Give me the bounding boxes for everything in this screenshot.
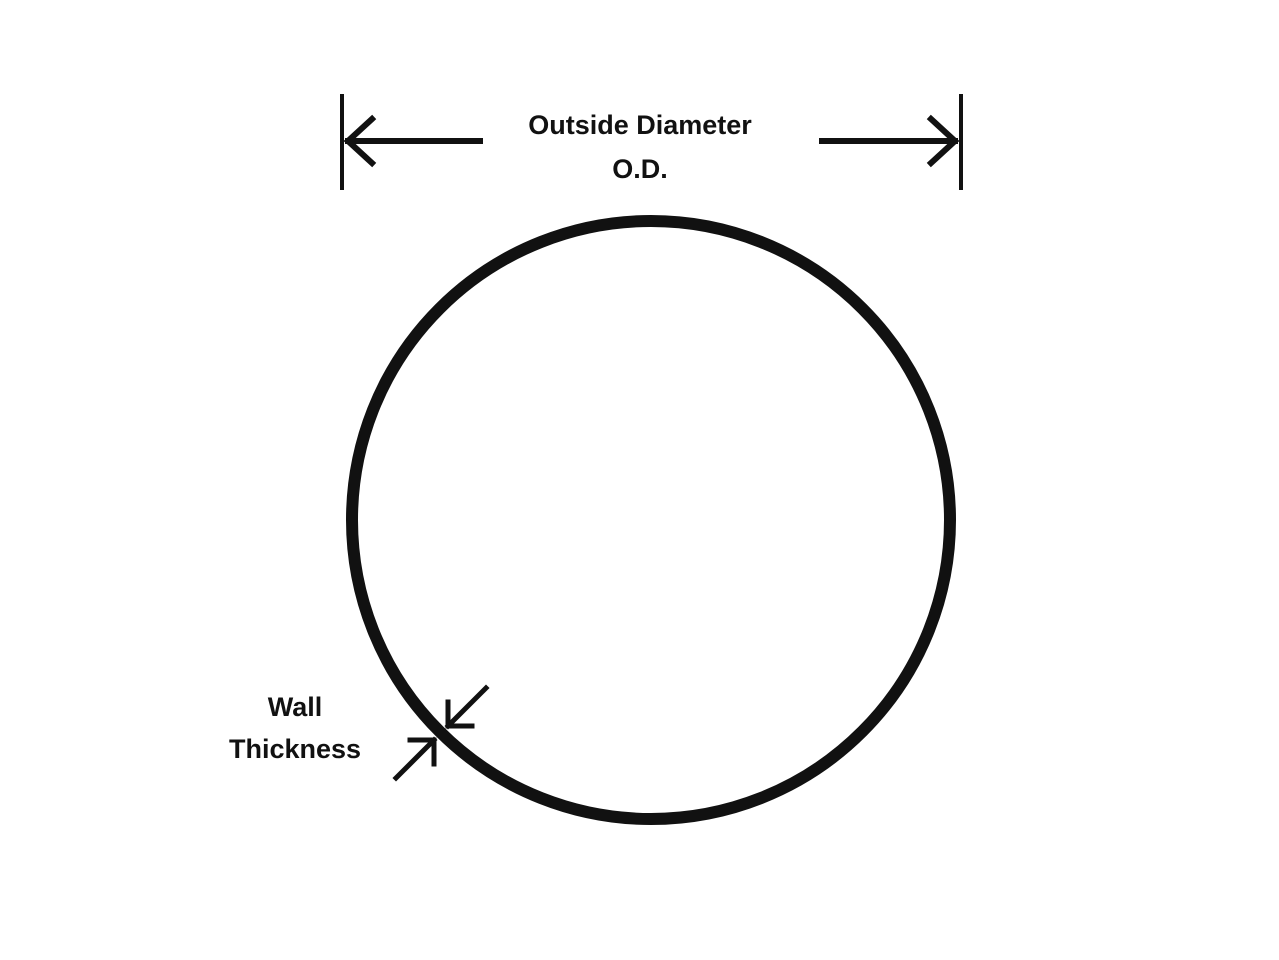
wall-outer-arrowhead — [407, 737, 437, 767]
wall-inner-arrowhead — [445, 699, 475, 729]
wall-thickness-label-line2: Thickness — [228, 734, 362, 764]
outside-diameter-abbreviation: O.D. — [612, 154, 668, 184]
od-right-arrowhead — [926, 114, 960, 168]
wall-thickness-arrows — [392, 684, 490, 782]
od-dimension — [340, 94, 963, 190]
od-left-arrowhead — [343, 114, 377, 168]
pipe-wall-circle — [346, 215, 956, 825]
wall-thickness-label-line1: Wall — [267, 692, 323, 722]
wall-outer-arrow-shaft — [392, 736, 438, 782]
wall-inner-arrow-shaft — [444, 684, 490, 730]
outside-diameter-label: Outside Diameter — [528, 110, 752, 140]
